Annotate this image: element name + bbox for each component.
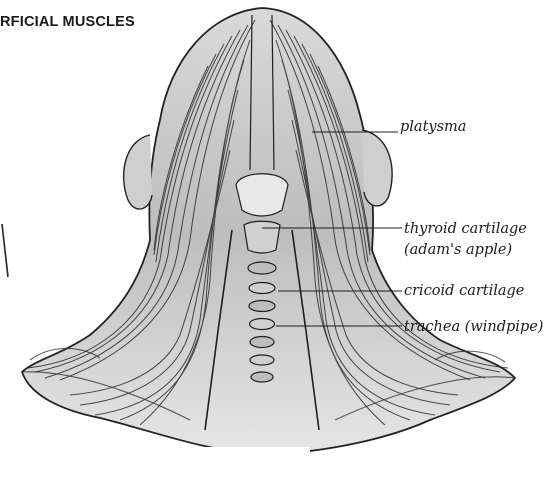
left-ear	[124, 135, 152, 209]
label-adams-apple: (adam's apple)	[404, 241, 512, 260]
label-thyroid-cartilage: thyroid cartilage	[404, 220, 527, 239]
label-platysma: platysma	[400, 118, 466, 137]
label-trachea: trachea (windpipe)	[404, 318, 543, 337]
right-ear	[362, 130, 392, 206]
label-cricoid-cartilage: cricoid cartilage	[404, 282, 524, 301]
torn-paper-edge	[120, 447, 310, 479]
